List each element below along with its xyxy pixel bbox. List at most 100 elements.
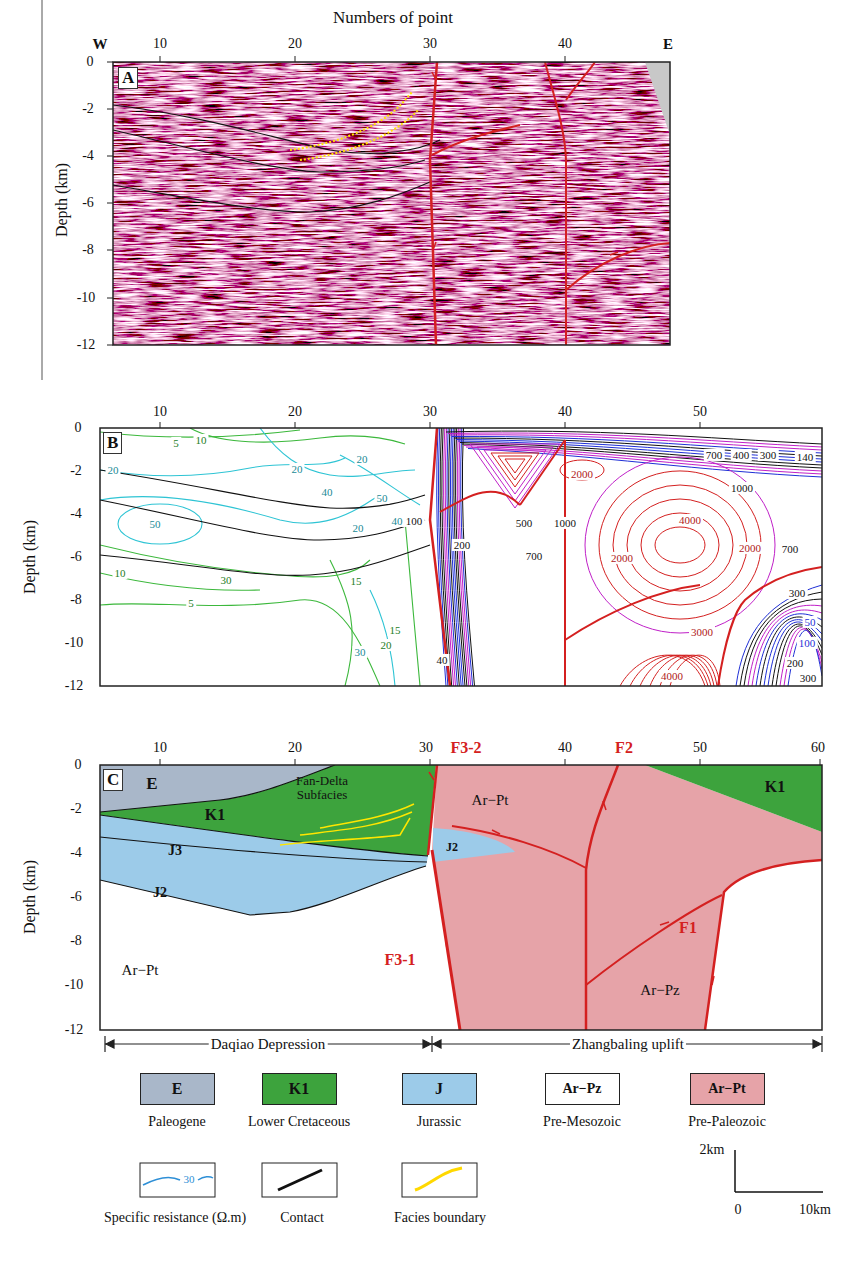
legend-text: Pre-Paleozoic [688, 1114, 766, 1129]
contour-label: 2000 [609, 552, 635, 564]
tick-label: 20 [288, 404, 302, 419]
resistivity-contour [760, 617, 822, 686]
contour-label: 50 [803, 616, 818, 628]
tick-label: 60 [811, 740, 825, 755]
tick-label: -2 [82, 101, 94, 116]
contour-label: 50 [148, 518, 163, 530]
resistivity-contour [462, 428, 474, 686]
unit-label: K1 [205, 806, 225, 824]
tick-label: 20 [288, 36, 302, 51]
tick-label: 20 [288, 740, 302, 755]
contour-label: 2000 [737, 542, 763, 554]
tick-label: -2 [70, 463, 82, 478]
resistivity-contour [613, 485, 747, 605]
panel-letter: A [122, 68, 134, 87]
contour-label: 20 [106, 464, 121, 476]
tick-label: -12 [65, 678, 84, 693]
resistivity-contour [655, 527, 705, 563]
contour-label: 300 [798, 672, 819, 684]
tick-label: 40 [558, 404, 572, 419]
swatch-label: Ar−Pz [562, 1081, 601, 1096]
tick-label: 0 [87, 54, 94, 69]
contour-label: 15 [349, 575, 364, 587]
resistivity-contour [484, 450, 546, 494]
resistivity-contour [627, 499, 733, 591]
swatch-label: J [435, 1080, 443, 1098]
contour-label: 10 [113, 567, 128, 579]
resistivity-contour [585, 457, 775, 633]
legend-text: Pre-Mesozoic [543, 1114, 621, 1129]
tick-label: 50 [693, 404, 707, 419]
legend-text: Lower Cretaceous [248, 1114, 350, 1129]
resistivity-contour [560, 460, 604, 480]
contour-label: 30 [353, 646, 368, 658]
tick-label: 10 [153, 36, 167, 51]
resistivity-contour [464, 446, 822, 472]
tick-label: -2 [70, 801, 82, 816]
contour-label: 140 [795, 451, 816, 463]
panel-letter: C [107, 770, 119, 789]
contour-label: 500 [514, 517, 535, 529]
resistivity-contour [780, 628, 822, 686]
contour-label: 1000 [729, 482, 755, 494]
contour-label: 2000 [569, 468, 595, 480]
resistivity-contour [630, 655, 708, 686]
contour-label: 100 [404, 515, 425, 527]
unit-label: J2 [153, 885, 167, 900]
unit-label: Ar−Pz [640, 982, 679, 999]
contour-label: 200 [452, 539, 473, 551]
tick-label: 30 [423, 36, 437, 51]
panel-letter: B [107, 433, 118, 452]
unit-label: J3 [168, 843, 182, 858]
contour-label: 300 [787, 587, 808, 599]
tick-label: 10 [153, 740, 167, 755]
tick-label: 50 [693, 740, 707, 755]
resistivity-contour [764, 620, 822, 686]
contour-label: 20 [351, 522, 366, 534]
legend-text: Specific resistance (Ω.m) [104, 1210, 246, 1225]
contour-label: 4000 [659, 670, 685, 682]
tick-label: -6 [82, 195, 94, 210]
tick-label: -12 [65, 1022, 84, 1037]
resistivity-contour [736, 585, 822, 686]
contour-label: 300 [758, 449, 779, 461]
resistivity-contour [784, 629, 822, 686]
axis-title: Numbers of point [333, 9, 453, 28]
contour-label: 40 [435, 654, 450, 666]
swatch-label: K1 [289, 1080, 309, 1098]
resistivity-contour [641, 513, 719, 577]
panel-letter-box: B [103, 432, 122, 454]
scale-label: 10km [799, 1202, 831, 1217]
resistivity-contour [768, 622, 822, 686]
contour-label: 700 [780, 543, 801, 555]
contour-label: 200 [785, 657, 806, 669]
contour-label: 40 [390, 515, 405, 527]
contour-label: 700 [524, 550, 545, 562]
scale-label: 0 [735, 1202, 742, 1217]
resistivity-contour [772, 624, 822, 686]
resistivity-contour [752, 610, 822, 686]
tick-label: -6 [70, 549, 82, 564]
contour-label: 30 [219, 574, 234, 586]
tick-label: -10 [65, 635, 84, 650]
resistivity-contour [776, 626, 822, 686]
tick-label: -4 [82, 148, 94, 163]
tick-label: -4 [70, 845, 82, 860]
tick-label: 30 [419, 740, 433, 755]
unit-label: E [146, 775, 157, 794]
legend-text: Contact [280, 1210, 324, 1225]
tick-label: 40 [558, 36, 572, 51]
contour-label: 3000 [689, 626, 715, 638]
contour-label: 1000 [552, 517, 578, 529]
resistivity-contour [466, 447, 822, 474]
tick-label: 0 [75, 757, 82, 772]
region-label: Zhangbaling uplift [570, 1036, 686, 1053]
tick-label: -8 [82, 242, 94, 257]
contour-label: 20 [290, 463, 305, 475]
contour-label: 30 [184, 1173, 195, 1185]
unit-label: J2 [446, 841, 458, 854]
unit-label: K1 [765, 778, 785, 796]
tick-label: 40 [558, 740, 572, 755]
resistivity-contour [756, 614, 822, 686]
